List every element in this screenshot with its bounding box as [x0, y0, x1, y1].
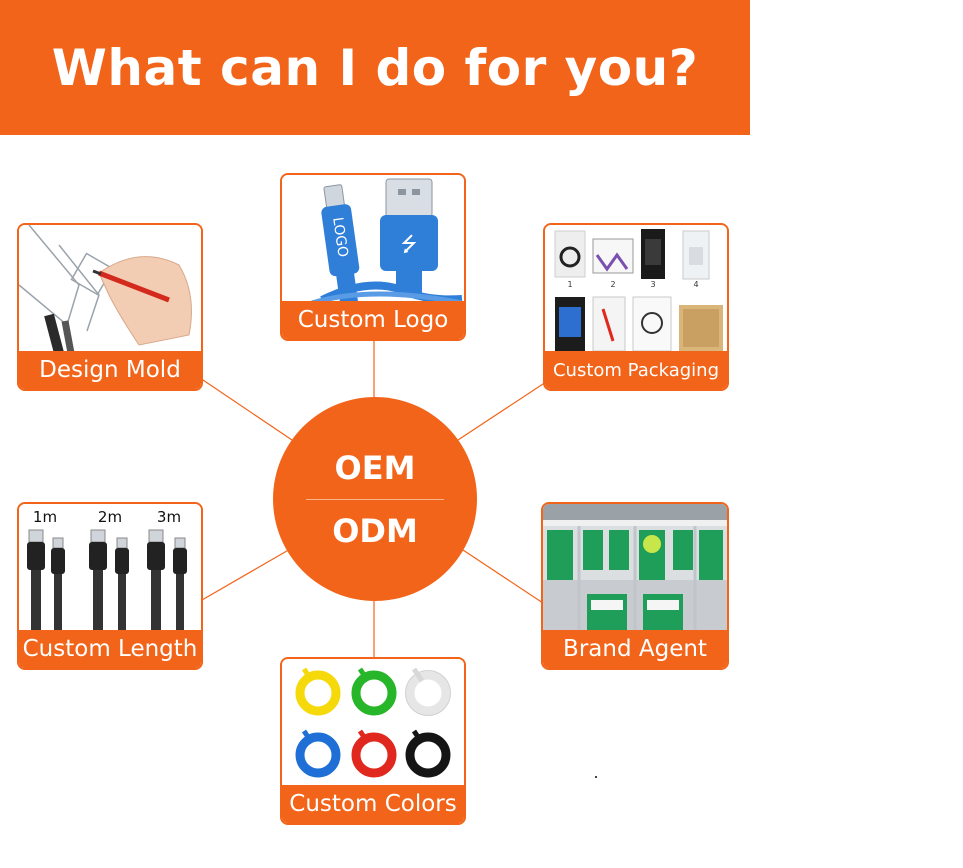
cable-lengths-image: 1m 2m 3m	[19, 504, 201, 632]
oem-odm-hub: OEM ODM	[273, 397, 477, 601]
custom-colors-label: Custom Colors	[282, 785, 464, 823]
card-design-mold: Design Mold	[17, 223, 203, 391]
header-banner: What can I do for you?	[0, 0, 750, 135]
card-custom-packaging: 1 2 3 4 Custom Packaging	[543, 223, 729, 391]
design-mold-label: Design Mold	[19, 351, 201, 389]
custom-length-label: Custom Length	[19, 630, 201, 668]
cable-coil-black	[405, 729, 451, 778]
exhibition-booth-image	[543, 504, 727, 632]
length-3m: 3m	[157, 508, 181, 526]
card-custom-colors: Custom Colors	[280, 657, 466, 825]
custom-packaging-label: Custom Packaging	[545, 351, 727, 389]
sketch-mold-image	[19, 225, 201, 353]
brand-agent-label: Brand Agent	[543, 630, 727, 668]
usb-cable-image: LOGO ⭍	[282, 175, 464, 303]
package-number-1: 1	[567, 280, 572, 289]
package-number-3: 3	[650, 280, 655, 289]
logo-imprint: LOGO	[329, 216, 350, 258]
cable-coil-blue	[295, 729, 341, 778]
length-2m: 2m	[98, 508, 122, 526]
package-number-4: 4	[693, 280, 698, 289]
cable-pair-3m	[147, 529, 187, 632]
cable-coil-red	[351, 729, 397, 778]
page-title: What can I do for you?	[51, 38, 699, 97]
card-custom-logo: LOGO ⭍ Custom Logo	[280, 173, 466, 341]
cable-coil-white	[405, 667, 451, 716]
length-1m: 1m	[33, 508, 57, 526]
color-cables-image	[282, 659, 464, 787]
hub-divider	[306, 498, 444, 500]
usb-icon: ⭍	[401, 232, 418, 256]
connector-packaging	[457, 381, 547, 441]
package-number-2: 2	[610, 280, 615, 289]
cable-coil-yellow	[295, 667, 341, 716]
card-brand-agent: Brand Agent	[541, 502, 729, 670]
cable-coil-green	[351, 667, 397, 716]
packaging-grid-image: 1 2 3 4	[545, 225, 727, 353]
custom-logo-label: Custom Logo	[282, 301, 464, 339]
cable-pair-1m	[27, 529, 65, 632]
hub-odm-text: ODM	[332, 511, 418, 550]
hub-oem-text: OEM	[334, 448, 416, 487]
connector-brand	[459, 547, 544, 604]
card-custom-length: 1m 2m 3m Custom Length	[17, 502, 203, 670]
cable-pair-2m	[89, 529, 129, 632]
stray-dot	[595, 776, 597, 778]
connector-mold	[199, 377, 293, 441]
connector-length	[201, 547, 293, 601]
